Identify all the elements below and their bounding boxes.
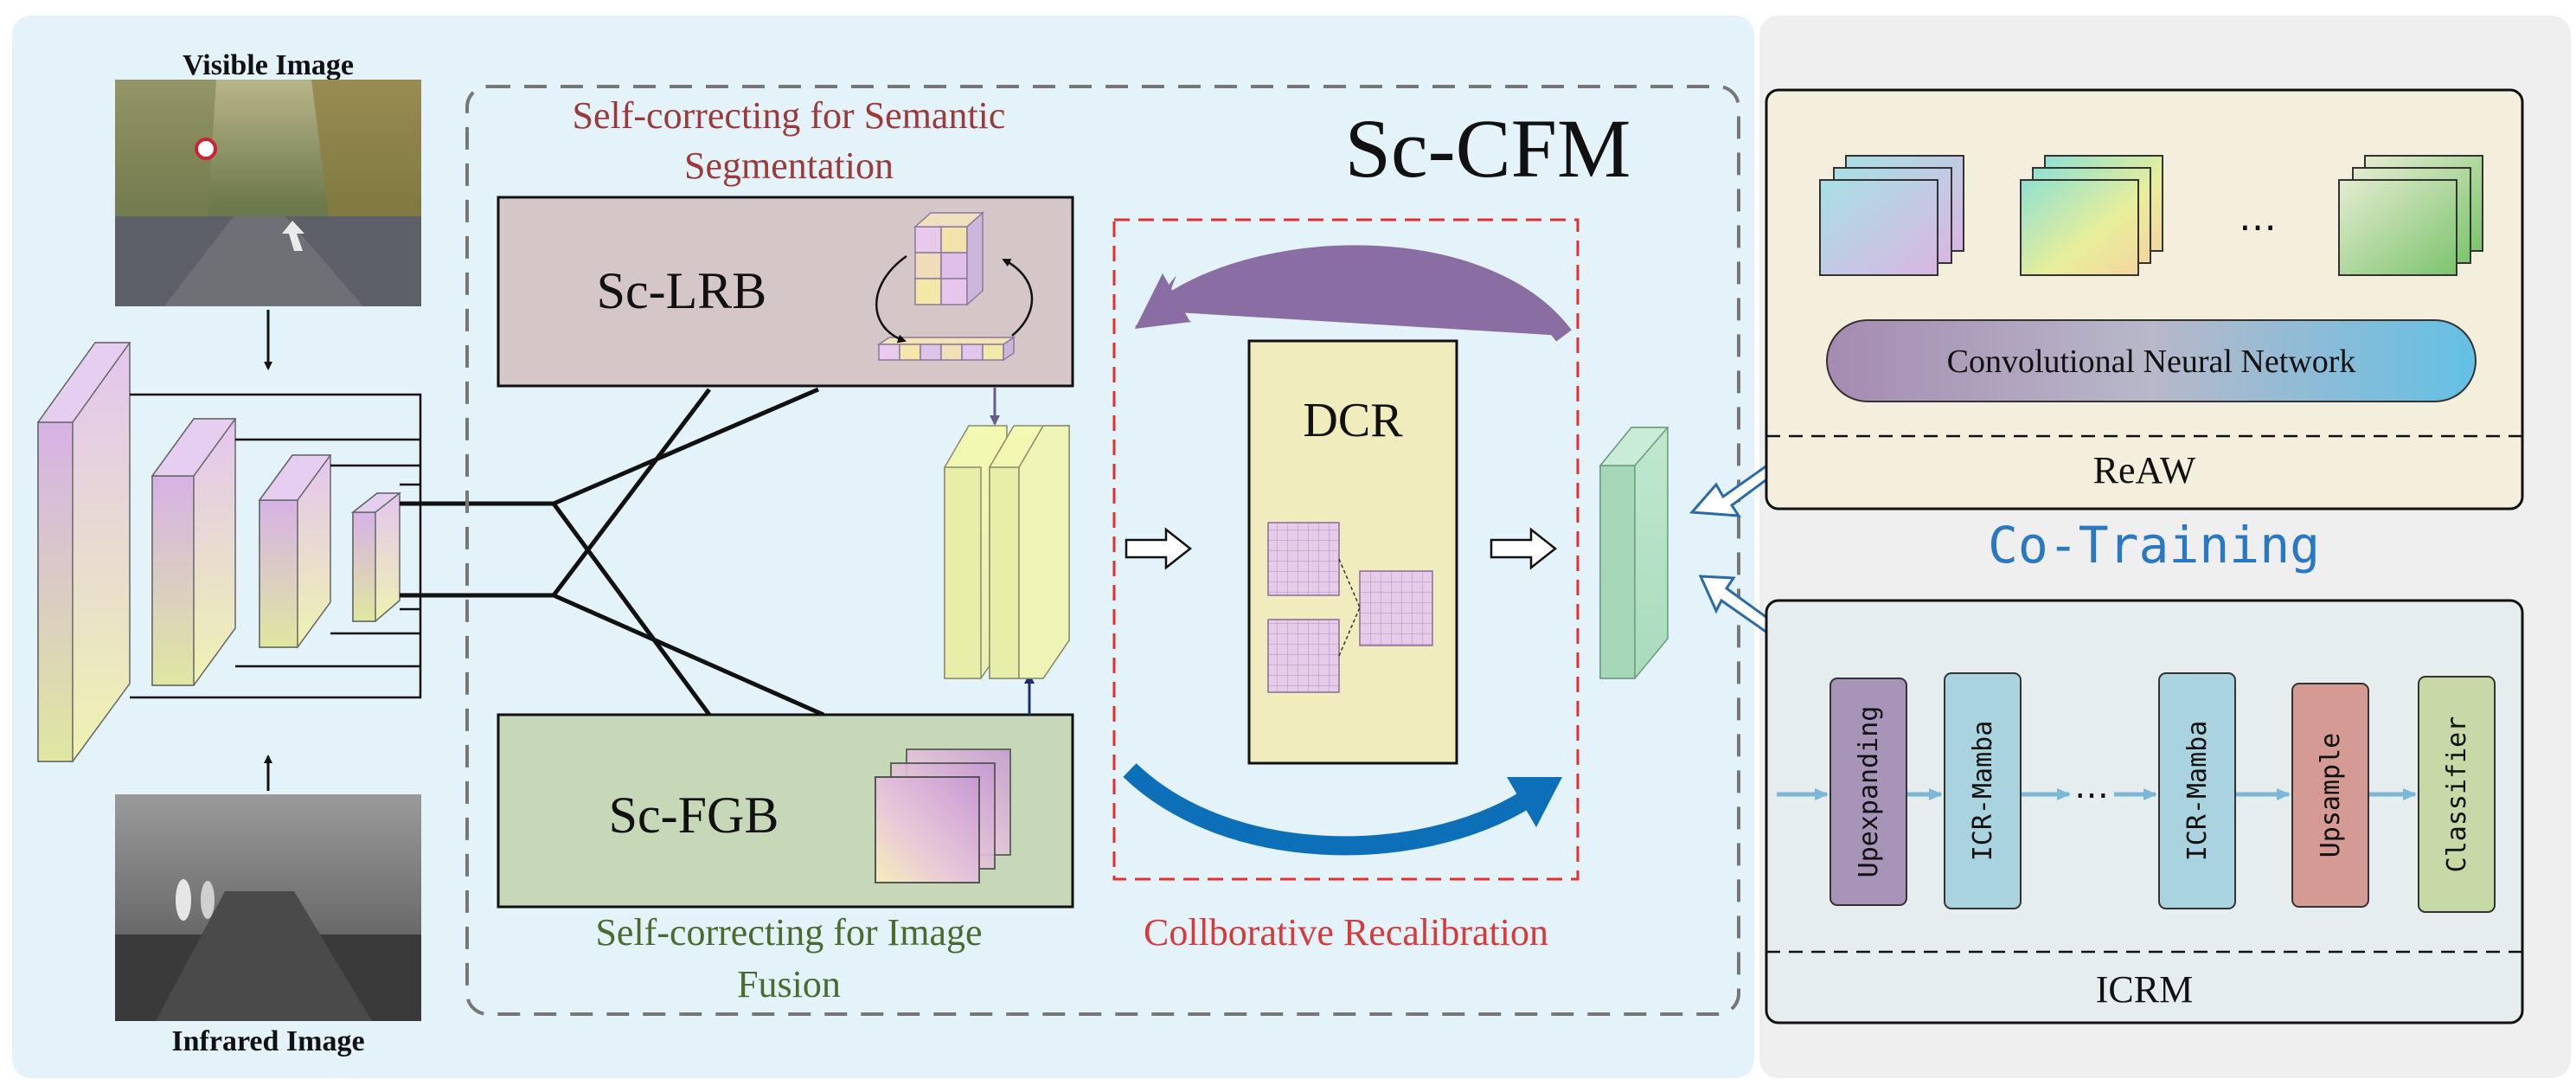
visible-image-label: Visible Image	[183, 49, 354, 81]
reaw-weight-stack-1	[1819, 155, 1964, 276]
icrm-block-icr-mamba-2: ICR-Mamba	[2158, 672, 2236, 909]
merged-feature-map	[944, 425, 1070, 679]
icr-mamba-2-label: ICR-Mamba	[2182, 721, 2213, 862]
tensor-flatten-icon	[876, 336, 1016, 362]
sc-fgb-caption-line2: Fusion	[737, 963, 841, 1005]
icrm-block-upexpanding: Upexpanding	[1829, 678, 1907, 906]
reaw-label: ReAW	[2093, 449, 2196, 491]
upexpanding-label: Upexpanding	[1854, 706, 1884, 878]
tensor-cube-icon	[913, 211, 984, 306]
infrared-image	[115, 794, 421, 1021]
dcr-feedback-arrowhead	[1135, 273, 1190, 329]
feature-to-dcr-arrow	[1125, 527, 1193, 570]
output-feature-map	[1599, 427, 1669, 679]
lrb-reshape-arrow-left	[875, 254, 907, 344]
co-training-label: Co-Training	[1988, 516, 2320, 575]
fused-image-stack-icon	[875, 748, 1011, 883]
reaw-panel	[1765, 88, 2524, 511]
dcr-forward-arrowhead	[1507, 777, 1562, 827]
icr-mamba-1-label: ICR-Mamba	[1968, 721, 1998, 862]
dcr-feedback-arrow-body	[1162, 245, 1572, 342]
icrm-block-upsample: Upsample	[2291, 683, 2369, 908]
icrm-block-icr-mamba-1: ICR-Mamba	[1944, 672, 2022, 909]
dcr-to-output-arrow	[1490, 527, 1558, 570]
dcr-label: DCR	[1303, 394, 1403, 447]
reaw-ellipsis: …	[2239, 196, 2277, 240]
reaw-weight-stack-3	[2338, 155, 2483, 276]
icrm-label: ICRM	[2096, 968, 2193, 1011]
dcr-caption: Collborative Recalibration	[1144, 911, 1548, 954]
encoder-feature-pyramid	[36, 342, 402, 762]
sc-cfm-title: Sc-CFM	[1345, 102, 1631, 195]
reaw-weight-stack-2	[2020, 155, 2163, 276]
sc-lrb-caption-line2: Segmentation	[684, 145, 894, 187]
visible-image	[115, 80, 421, 306]
dcr-dashed-region	[1112, 218, 1580, 881]
sc-fgb-label: Sc-FGB	[609, 787, 779, 844]
classifier-label: Classifier	[2442, 716, 2472, 873]
cnn-label: Convolutional Neural Network	[1947, 344, 2356, 380]
icrm-ellipsis: …	[2074, 767, 2109, 806]
sc-fgb-caption-line1: Self-correcting for Image	[595, 911, 982, 954]
lrb-reshape-arrow-right	[1002, 258, 1034, 337]
encoder-connection-lines	[130, 393, 422, 699]
cnn-pill	[1826, 319, 2477, 402]
upsample-label: Upsample	[2316, 733, 2346, 858]
infrared-image-label: Infrared Image	[171, 1025, 364, 1057]
dcr-forward-arrow-body	[1123, 763, 1531, 856]
sc-lrb-caption-line1: Self-correcting for Semantic	[573, 94, 1006, 137]
cross-connection-lines	[400, 387, 825, 717]
attention-grid-icon	[1267, 522, 1433, 693]
sc-lrb-label: Sc-LRB	[597, 262, 767, 319]
icrm-block-classifier: Classifier	[2418, 676, 2496, 913]
